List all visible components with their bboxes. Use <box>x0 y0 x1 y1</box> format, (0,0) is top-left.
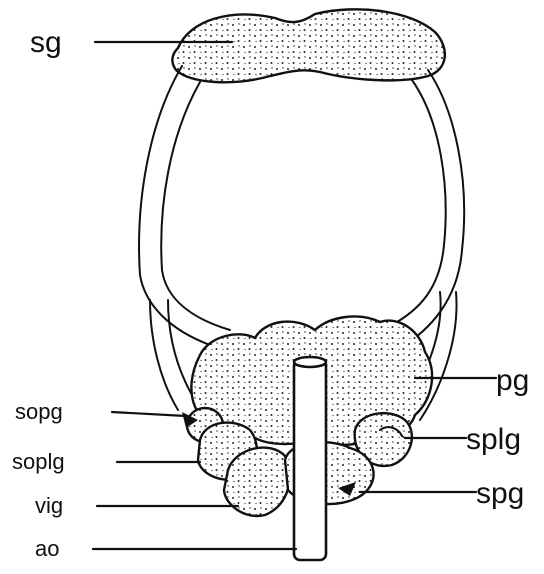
left-lateral-connective <box>150 300 192 410</box>
label-splg: splg <box>466 423 521 456</box>
label-spg: spg <box>476 477 524 510</box>
supraesophageal-ganglion <box>172 9 444 82</box>
aorta <box>294 360 326 560</box>
label-sg: sg <box>30 26 62 59</box>
label-pg: pg <box>496 364 529 397</box>
label-ao: ao <box>35 536 59 561</box>
label-sopg: sopg <box>15 399 63 424</box>
aorta-top-opening <box>294 357 326 367</box>
connective-ring-inner <box>161 80 445 330</box>
leader-sopg <box>112 412 186 416</box>
label-vig: vig <box>35 493 63 518</box>
label-soplg: soplg <box>12 449 65 474</box>
